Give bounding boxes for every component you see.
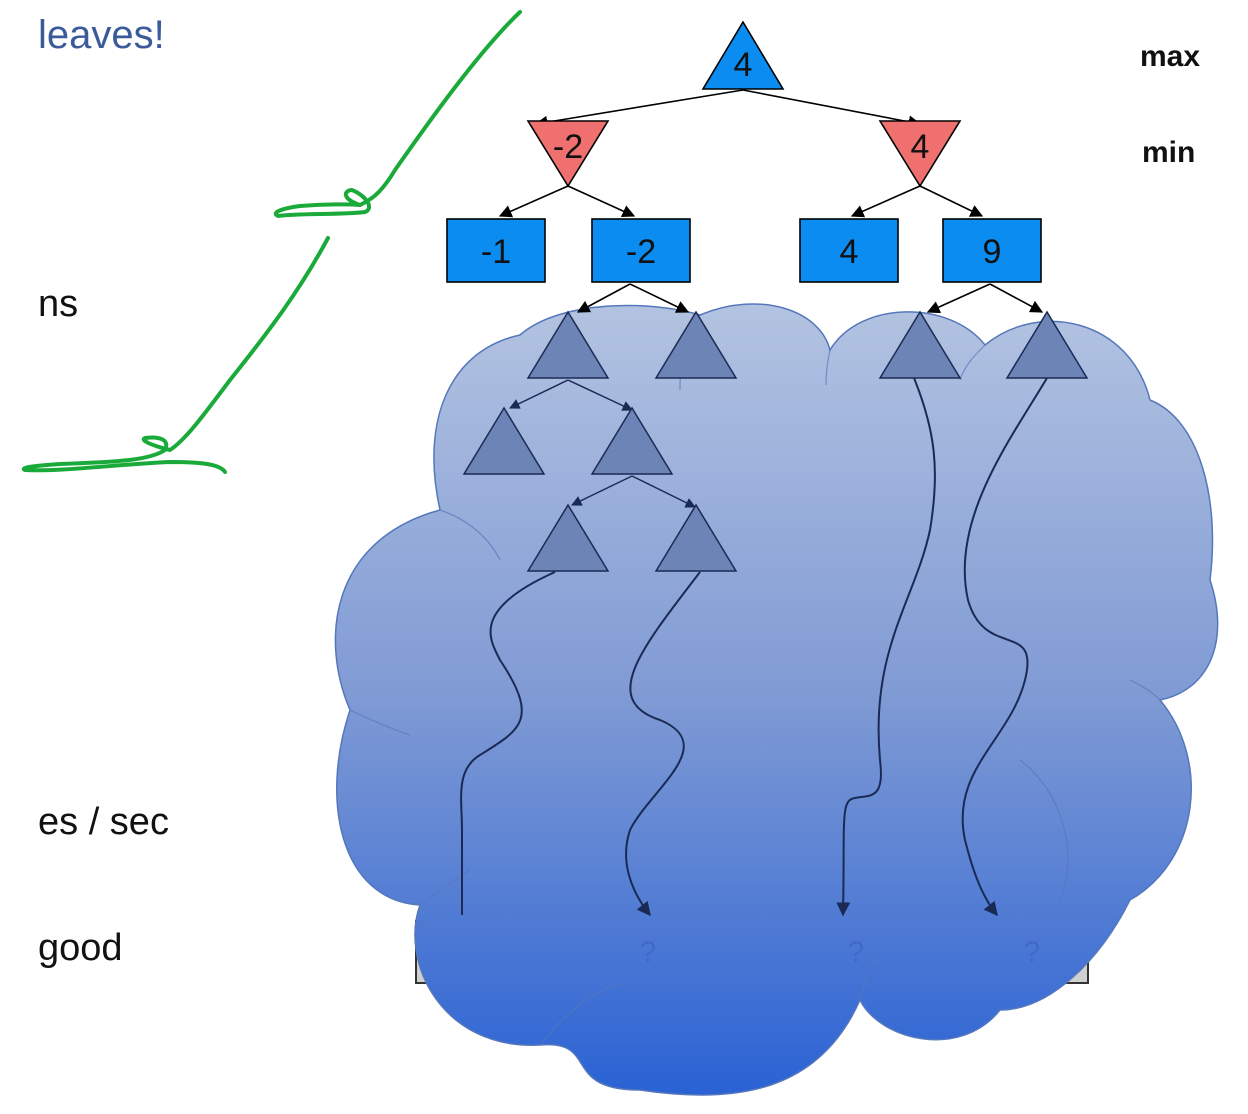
- slide-title-fragment: leaves!: [38, 13, 165, 57]
- side-text-fragment: good: [38, 927, 123, 969]
- unknown-leaf-labels: ? ? ?: [640, 936, 1041, 969]
- leaf-node: -1: [446, 218, 546, 283]
- unknown-leaf-label: ?: [848, 936, 865, 969]
- subtree-edges: [509, 379, 696, 508]
- level-label-max: max: [1140, 40, 1200, 73]
- rollout-path: [625, 571, 701, 917]
- leaf-node: 4: [799, 218, 899, 283]
- search-cloud: [334, 303, 1219, 1096]
- subtree-triangle: [1005, 310, 1089, 379]
- rollout-path: [836, 377, 936, 917]
- min-node-left: -2: [526, 120, 610, 188]
- rollout-path: [961, 377, 1048, 917]
- leaf-value: -1: [481, 233, 511, 271]
- leaf-node: 9: [942, 218, 1042, 283]
- max-node-root: 4: [701, 20, 785, 90]
- subtree-triangle: [462, 406, 546, 475]
- unknown-leaf-label: ?: [1024, 936, 1041, 969]
- subtree-triangle: [654, 503, 738, 572]
- side-text-fragment: es / sec: [38, 801, 169, 843]
- min-node-right: 4: [878, 120, 962, 188]
- subtree-triangle: [526, 310, 610, 379]
- pen-annotation: [21, 10, 522, 474]
- leaf-value: -2: [626, 233, 656, 271]
- pen-stroke-arrow: [273, 10, 522, 218]
- subtree-triangle: [878, 310, 962, 379]
- level-label-min: min: [1142, 136, 1195, 169]
- subtree-triangle: [654, 310, 738, 379]
- subtree-triangles: [462, 310, 1089, 572]
- leaf-value-row: -1 -2 4 9: [446, 218, 1042, 283]
- rollout-paths: [460, 377, 1048, 917]
- unknown-leaf-label: ?: [640, 936, 657, 969]
- node-value: -2: [553, 128, 583, 166]
- rollout-path: [460, 571, 556, 915]
- pen-stroke-arrow: [21, 236, 330, 474]
- leaf-value: 4: [840, 233, 859, 271]
- tree-edges: [498, 89, 984, 218]
- leaf-node: -2: [591, 218, 691, 283]
- node-value: 4: [734, 46, 753, 84]
- edges-to-subtrees: [576, 283, 1044, 314]
- leaf-value: 9: [983, 233, 1002, 271]
- side-text-fragment: ns: [38, 283, 78, 325]
- node-value: 4: [911, 128, 930, 166]
- subtree-triangle: [590, 406, 674, 475]
- subtree-triangle: [526, 503, 610, 572]
